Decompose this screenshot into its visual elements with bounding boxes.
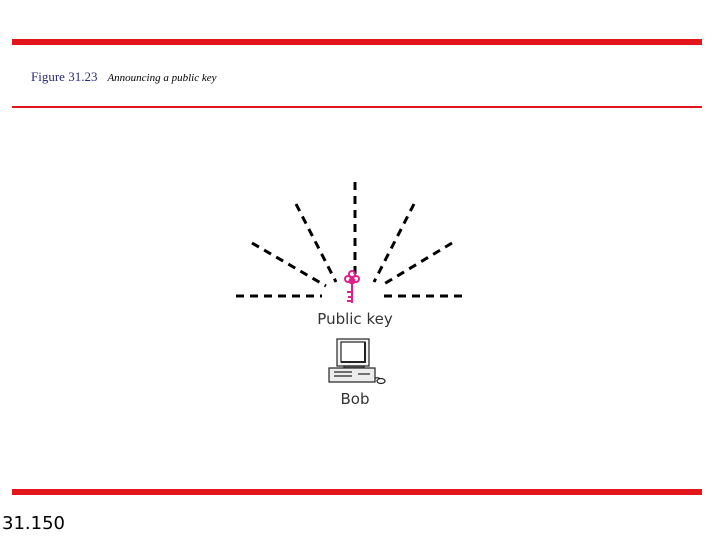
ray-left-upper (252, 243, 326, 286)
ray-up-right (374, 204, 414, 282)
ray-up-left (296, 204, 336, 282)
ray-right-upper (384, 243, 452, 284)
slide-number: 31.150 (2, 513, 65, 534)
public-key-label: Public key (317, 310, 393, 328)
bottom-rule (12, 489, 702, 495)
bob-label: Bob (341, 390, 370, 408)
key-icon (345, 271, 359, 303)
desktop-computer-icon (329, 339, 385, 384)
